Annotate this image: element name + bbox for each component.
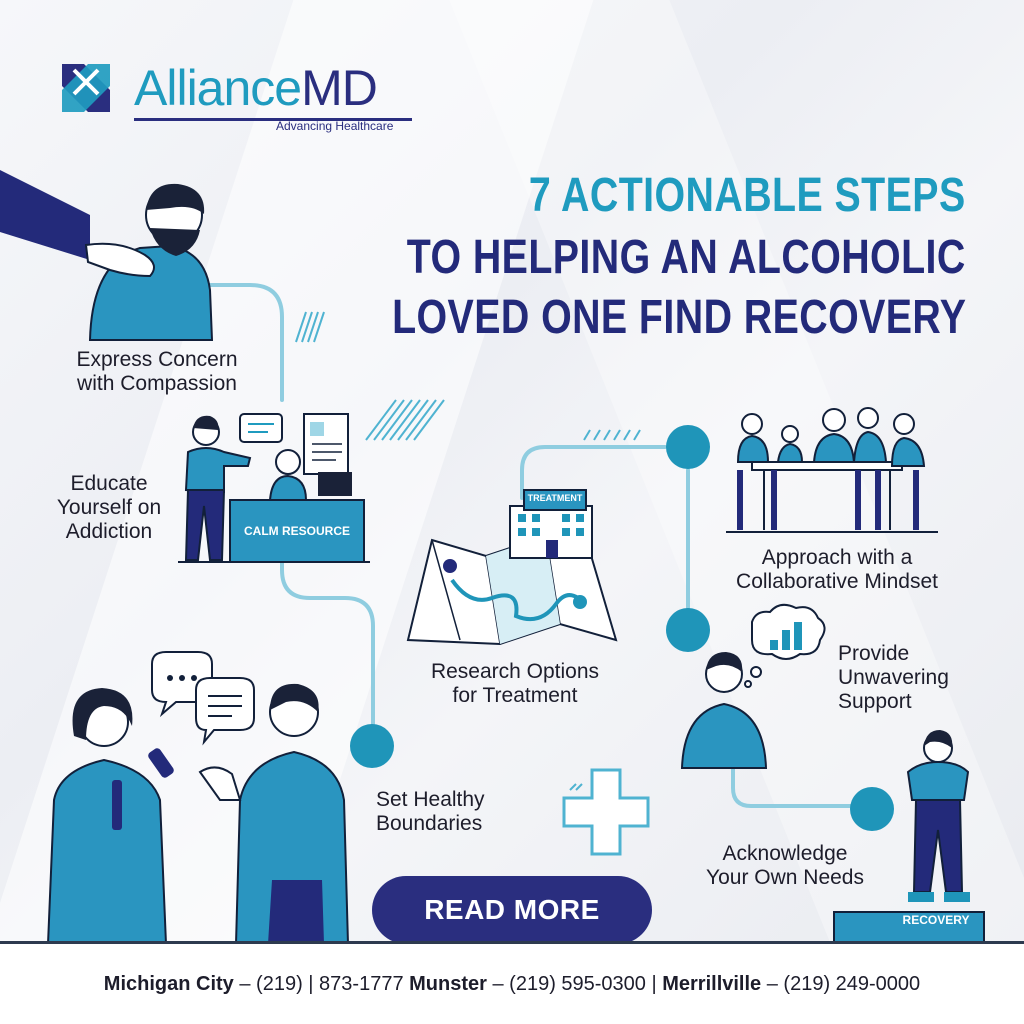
person-back-illustration bbox=[0, 170, 214, 341]
step-marker-dot bbox=[350, 724, 394, 768]
location-michigan-city: Michigan City bbox=[103, 972, 234, 995]
hatch-decoration bbox=[295, 311, 641, 441]
step-own-needs: Acknowledge Your Own Needs bbox=[706, 842, 864, 889]
read-more-button[interactable]: READ MORE bbox=[372, 876, 652, 944]
podium-sign: RECOVERY bbox=[902, 913, 970, 927]
phone-munster[interactable]: – (219) 595-0300 | bbox=[486, 972, 663, 995]
thinking-person-illustration bbox=[680, 603, 826, 769]
brand-name-main: Alliance bbox=[134, 60, 302, 116]
headline-line-3: LOVED ONE FIND RECOVERY bbox=[391, 291, 966, 344]
ground-line bbox=[0, 941, 1024, 944]
phone-michigan-city[interactable]: – (219) | 873-1777 bbox=[233, 972, 410, 995]
brand-tagline: Advancing Healthcare bbox=[276, 119, 394, 133]
location-merrillville: Merrillville bbox=[662, 972, 762, 995]
step-marker-dot bbox=[666, 425, 710, 469]
journey-path bbox=[188, 283, 852, 808]
headline-line-1: 7 ACTIONABLE STEPS bbox=[529, 169, 966, 222]
medical-cross-decoration bbox=[562, 768, 650, 856]
logo-x-icon bbox=[62, 64, 110, 112]
recovery-person-illustration bbox=[833, 730, 985, 944]
conversation-illustration bbox=[46, 651, 350, 944]
step-express-concern: Express Concern with Compassion bbox=[76, 348, 238, 395]
illustration-layer bbox=[0, 170, 985, 944]
step-unwavering-support: Provide Unwavering Support bbox=[838, 642, 949, 713]
step-educate-yourself: Educate Yourself on Addiction bbox=[56, 472, 162, 543]
treatment-map-illustration bbox=[406, 489, 618, 646]
step-healthy-boundaries: Set Healthy Boundaries bbox=[376, 788, 485, 835]
headline-line-2: TO HELPING AN ALCOHOLIC bbox=[406, 231, 966, 284]
brand-name: AllianceMD bbox=[134, 56, 378, 120]
step-collaborative-mindset: Approach with a Collaborative Mindset bbox=[736, 546, 938, 593]
building-sign: TREATMENT bbox=[527, 493, 583, 503]
footer-contact-bar: Michigan City – (219) | 873-1777 Munster… bbox=[0, 944, 1024, 1024]
alliance-md-logo[interactable]: AllianceMD Advancing Healthcare bbox=[54, 54, 424, 140]
step-marker-dot bbox=[666, 608, 710, 652]
step-research-options: Research Options for Treatment bbox=[430, 660, 600, 707]
phone-merrillville[interactable]: – (219) 249-0000 bbox=[761, 972, 921, 995]
desk-scene-illustration bbox=[178, 413, 370, 563]
step-marker-dot bbox=[850, 787, 894, 831]
infographic-canvas: AllianceMD Advancing Healthcare 7 ACTION… bbox=[0, 0, 1024, 944]
location-munster: Munster bbox=[409, 972, 487, 995]
family-dinner-illustration bbox=[726, 407, 938, 533]
desk-sign: CALM RESOURCE bbox=[243, 524, 350, 538]
brand-name-accent: MD bbox=[301, 60, 378, 116]
brand-underline bbox=[134, 118, 412, 121]
